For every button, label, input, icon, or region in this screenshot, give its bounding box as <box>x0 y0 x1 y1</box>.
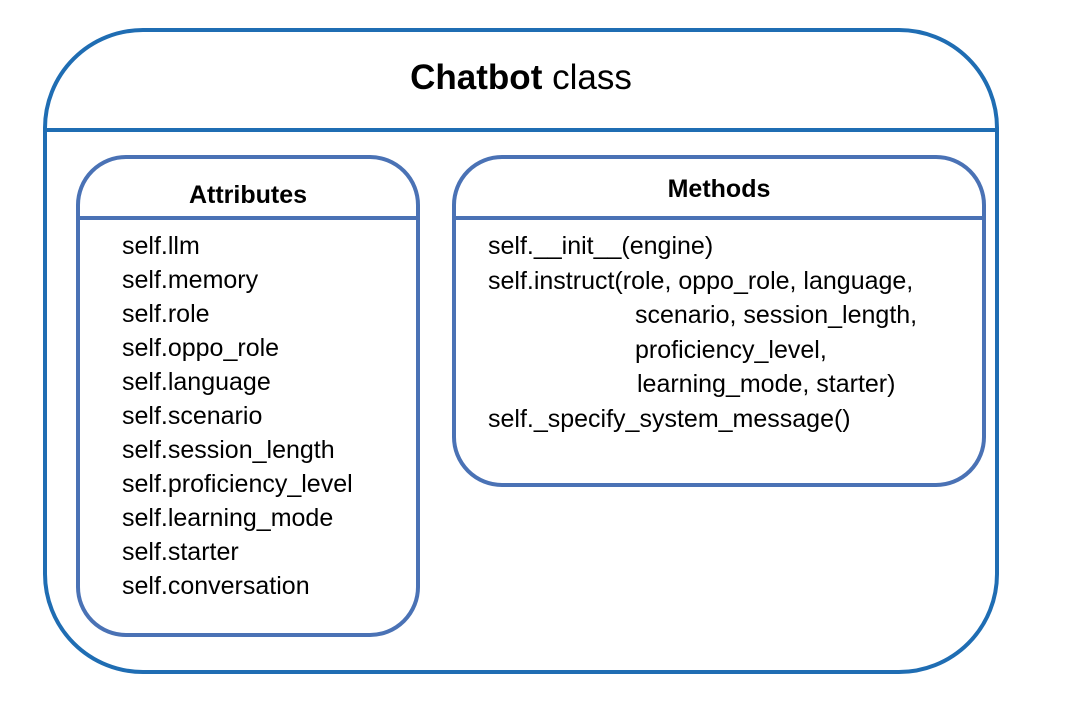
attributes-panel: Attributes self.llm self.memory self.rol… <box>76 155 420 637</box>
chatbot-class-box: Chatbot class <box>43 28 999 674</box>
attribute-item: self.role <box>122 300 210 328</box>
methods-title: Methods <box>667 175 771 203</box>
attributes-title: Attributes <box>188 181 308 209</box>
class-title: Chatbot class <box>47 58 995 98</box>
class-label: class <box>542 58 632 97</box>
attributes-list: self.llm self.memory self.role self.oppo… <box>122 229 353 603</box>
attribute-item: self.conversation <box>122 572 310 600</box>
class-title-divider <box>47 128 995 132</box>
class-name: Chatbot <box>410 58 543 97</box>
attribute-item: self.memory <box>122 266 259 294</box>
attributes-divider <box>80 216 416 220</box>
attribute-item: self.llm <box>122 232 200 260</box>
method-item-instruct-continuation: proficiency_level, <box>635 335 827 364</box>
method-item-instruct: self.instruct(role, oppo_role, language, <box>488 266 914 295</box>
methods-divider <box>456 216 982 220</box>
method-item-init: self.__init__(engine) <box>488 232 714 260</box>
attribute-item: self.learning_mode <box>122 504 334 532</box>
method-item-specify-system-message: self._specify_system_message() <box>488 404 851 433</box>
method-item-instruct-continuation: learning_mode, starter) <box>637 370 896 398</box>
attribute-item: self.language <box>122 368 271 396</box>
attribute-item: self.oppo_role <box>122 334 280 362</box>
method-item-instruct-continuation: scenario, session_length, <box>635 301 918 329</box>
attribute-item: self.proficiency_level <box>122 470 353 498</box>
attribute-item: self.scenario <box>122 402 263 430</box>
attribute-item: self.starter <box>122 538 239 566</box>
methods-panel: Methods self.__init__(engine) self.instr… <box>452 155 986 487</box>
attribute-item: self.session_length <box>122 436 335 464</box>
methods-list: self.__init__(engine) self.instruct(role… <box>488 229 917 436</box>
